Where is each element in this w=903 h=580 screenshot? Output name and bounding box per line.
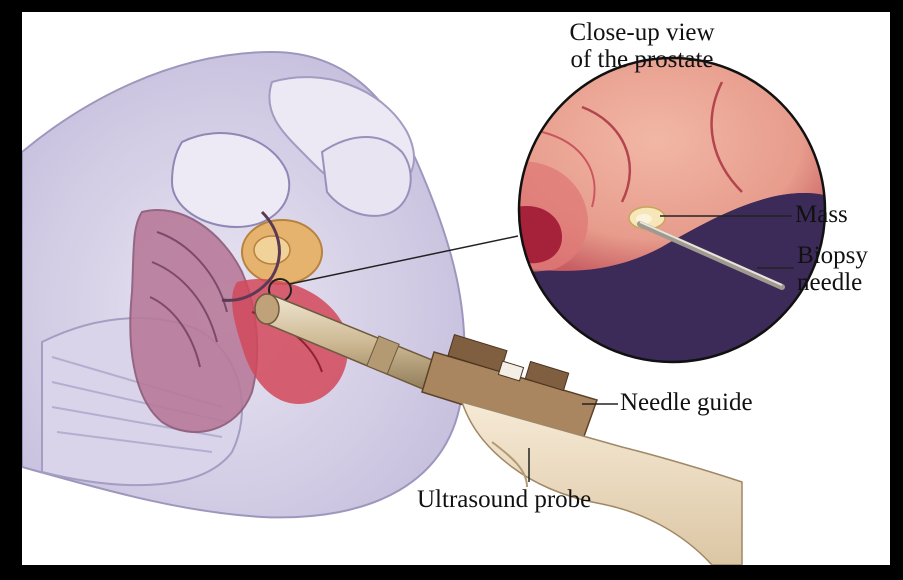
illustration-panel: Close-up view of the prostate Mass Biops… [22, 12, 890, 565]
mass-label: Mass [795, 201, 848, 228]
closeup-title-line2: of the prostate [527, 46, 757, 73]
ultrasound-probe-label: Ultrasound probe [417, 486, 591, 513]
needle-guide-label: Needle guide [620, 389, 753, 416]
ultrasound-probe-handle [462, 402, 742, 565]
biopsy-needle-line1: Biopsy [797, 242, 868, 269]
anatomy-illustration [22, 12, 890, 565]
biopsy-needle-label: Biopsy needle [797, 242, 868, 296]
biopsy-needle-line2: needle [797, 269, 868, 296]
closeup-title-line1: Close-up view [527, 19, 757, 46]
body-silhouette [22, 52, 465, 517]
closeup-title: Close-up view of the prostate [527, 19, 757, 73]
closeup-circle [512, 52, 832, 372]
